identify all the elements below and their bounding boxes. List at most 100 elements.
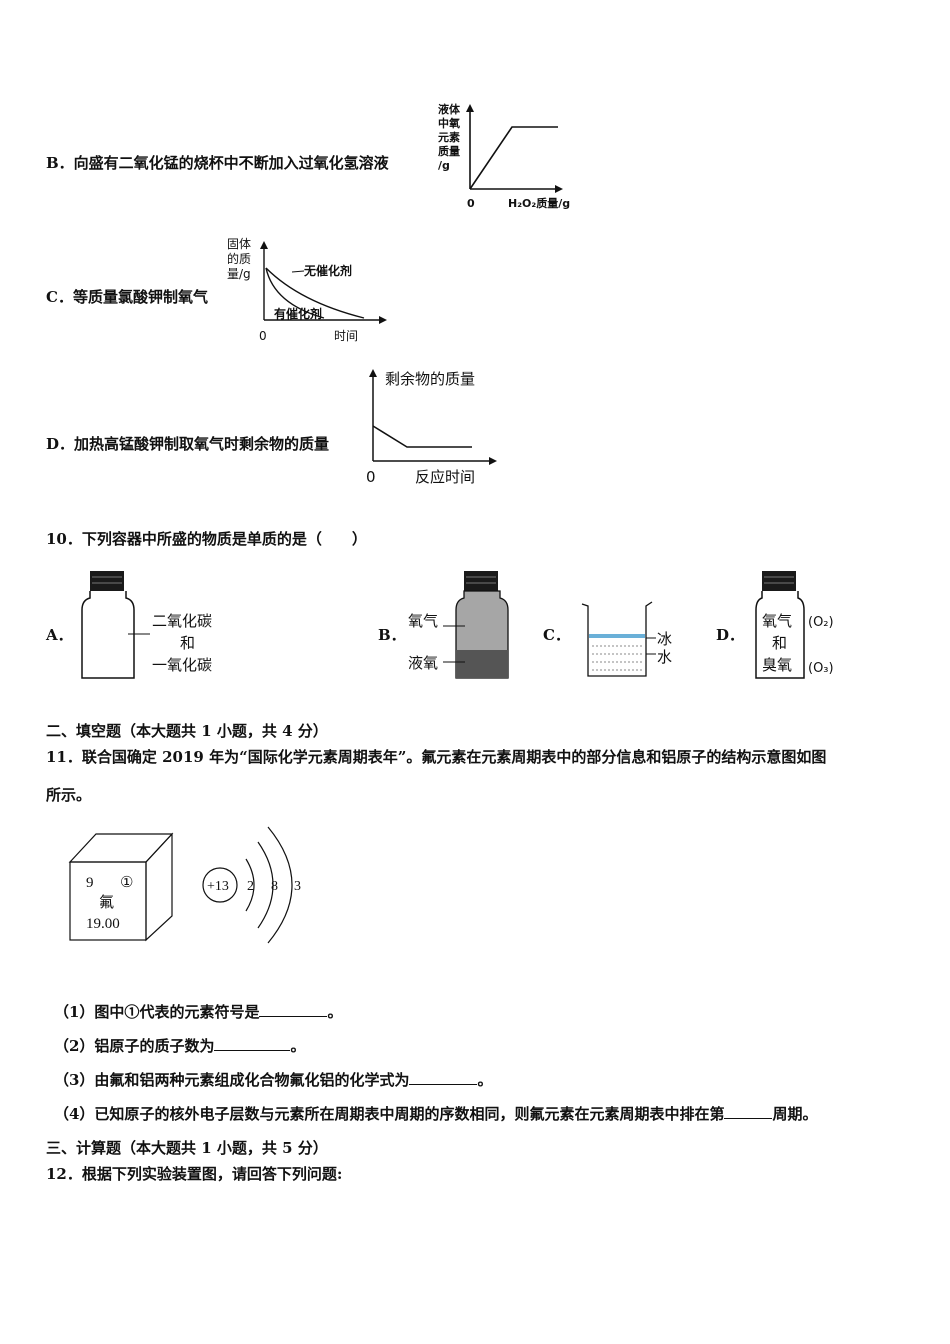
q11-sub-2-end: 。 — [290, 1037, 306, 1055]
beaker-c-body — [581, 601, 653, 677]
bottle-d-label-2: 和 — [772, 634, 787, 652]
graph-b-y-arrow — [466, 104, 474, 112]
q11-sub-4-text: （4）已知原子的核外电子层数与元素所在周期表中周期的序数相同，则氟元素在元素周期… — [54, 1105, 725, 1123]
q12-stem: 12．根据下列实验装置图，请回答下列问题: — [46, 1165, 343, 1183]
graph-c-label-catalyst: 有催化剂 — [274, 306, 322, 321]
graph-d-origin: 0 — [366, 468, 376, 486]
bottle-d-body — [755, 591, 805, 679]
cell-atomic-mass: 19.00 — [86, 916, 120, 932]
q11-sub-1-text: （1）图中①代表的元素符号是 — [54, 1003, 260, 1021]
section-3-heading: 三、计算题（本大题共 1 小题，共 5 分） — [46, 1139, 328, 1157]
q11-sub-2-blank[interactable] — [214, 1036, 291, 1051]
q11-sub-1-blank[interactable] — [259, 1002, 328, 1017]
q11-sub-3-end: 。 — [477, 1071, 493, 1089]
graph-d-ylabel: 剩余物的质量 — [385, 370, 475, 388]
graph-d-curve — [372, 425, 472, 448]
graph-b-xlabel: H₂O₂质量/g — [508, 196, 570, 210]
graph-c-ylabel-3: 量/g — [227, 267, 251, 281]
atom-shell-1-electrons: 2 — [247, 879, 254, 894]
option-c-text: C．等质量氯酸钾制氧气 — [46, 288, 208, 306]
q11-stem-line-2: 所示。 — [46, 786, 92, 804]
option-d-text: D．加热高锰酸钾制取氧气时剩余物的质量 — [46, 435, 330, 453]
cube-side-face — [145, 832, 173, 942]
q11-sub-3-text: （3）由氟和铝两种元素组成化合物氟化铝的化学式为 — [54, 1071, 410, 1089]
graph-b-curve — [469, 126, 558, 190]
bottle-d-formula-o3: (O₃) — [808, 661, 834, 676]
graph-b-ylabel-5: /g — [438, 159, 450, 172]
graph-c-leader — [291, 270, 305, 273]
q11-sub-2-text: （2）铝原子的质子数为 — [54, 1037, 215, 1055]
graph-d-x-arrow — [489, 457, 497, 465]
graph-c-curve-catalyst — [265, 267, 325, 319]
graph-c-ylabel-1: 固体 — [227, 237, 251, 251]
q10-a-letter: A． — [46, 626, 73, 644]
graph-d: 剩余物的质量 0 反应时间 — [366, 369, 497, 486]
q11-sub-3-blank[interactable] — [409, 1070, 478, 1085]
q11-sub-1: （1）图中①代表的元素符号是 。 — [54, 1001, 342, 1022]
bottle-d-label-1: 氧气 — [762, 612, 792, 630]
element-cell-cube: 9 ① 氟 19.00 — [68, 832, 174, 942]
q10-d-letter: D． — [716, 626, 745, 644]
atom-structure-diagram: +13 2 8 3 — [202, 826, 301, 944]
bottle-a-label-3: 一氧化碳 — [152, 656, 212, 674]
graph-c-x-arrow — [379, 316, 387, 324]
q11-stem-line-1: 11．联合国确定 2019 年为“国际化学元素周期表年”。氟元素在元素周期表中的… — [46, 748, 827, 766]
q10-stem: 10．下列容器中所盛的物质是单质的是（ ） — [46, 530, 367, 548]
atom-shell-2-electrons: 8 — [271, 879, 278, 894]
q11-sub-4: （4）已知原子的核外电子层数与元素所在周期表中周期的序数相同，则氟元素在元素周期… — [54, 1103, 817, 1124]
q11-sub-4-end: 周期。 — [772, 1105, 818, 1123]
graph-c-curve-no-catalyst — [265, 267, 365, 319]
q11-sub-3: （3）由氟和铝两种元素组成化合物氟化铝的化学式为 。 — [54, 1069, 492, 1090]
q11-sub-1-end: 。 — [327, 1003, 343, 1021]
cell-atomic-number: 9 — [86, 875, 94, 891]
bottle-a-label-2: 和 — [180, 634, 195, 652]
bottle-d-cap — [762, 571, 796, 591]
bottle-b-label-bottom: 液氧 — [408, 654, 438, 672]
graph-b: 液体 中氧 元素 质量 /g 0 H₂O₂质量/g — [438, 102, 570, 210]
graph-b-origin: 0 — [467, 197, 475, 210]
beaker-c-label-ice: 冰 — [657, 630, 672, 648]
bottle-b-label-top: 氧气 — [408, 612, 438, 630]
bottle-a-label-1: 二氧化碳 — [152, 612, 212, 630]
graph-c: 固体 的质 量/g 无催化剂 有催化剂 0 时间 — [227, 237, 387, 343]
beaker-c-ice — [589, 634, 645, 638]
bottle-a: 二氧化碳 和 一氧化碳 — [81, 571, 212, 679]
atom-nucleus — [202, 867, 238, 903]
beaker-c-label-water: 水 — [657, 648, 672, 666]
bottle-d-label-3: 臭氧 — [762, 656, 792, 674]
bottle-b-liquid — [456, 650, 508, 678]
graph-c-xlabel: 时间 — [334, 329, 358, 343]
graph-b-ylabel-1: 液体 — [438, 102, 461, 116]
bottle-a-body — [81, 591, 135, 679]
graph-c-origin: 0 — [259, 329, 267, 343]
bottle-d: 氧气 和 臭氧 (O₂) (O₃) — [755, 571, 834, 679]
graph-b-ylabel-2: 中氧 — [438, 116, 460, 130]
atom-shell-3-electrons: 3 — [294, 879, 301, 894]
cell-symbol-marker: ① — [120, 875, 133, 891]
graph-b-x-arrow — [555, 185, 563, 193]
beaker-c: 冰 水 — [581, 601, 672, 677]
atom-shell-2 — [257, 841, 274, 929]
atom-shell-1 — [245, 858, 255, 912]
option-b-text: B．向盛有二氧化锰的烧杯中不断加入过氧化氢溶液 — [46, 154, 389, 172]
bottle-a-cap — [90, 571, 124, 591]
graph-d-xlabel: 反应时间 — [415, 468, 475, 486]
atom-nucleus-charge: +13 — [207, 879, 229, 894]
section-2-heading: 二、填空题（本大题共 1 小题，共 4 分） — [46, 722, 328, 740]
graph-c-label-no-catalyst: 无催化剂 — [303, 263, 352, 278]
q11-sub-4-blank[interactable] — [724, 1104, 773, 1119]
graph-b-ylabel-3: 元素 — [438, 130, 460, 144]
q10-b-letter: B． — [378, 626, 406, 644]
graph-c-ylabel-2: 的质 — [227, 251, 251, 266]
cube-top-face — [68, 833, 174, 863]
bottle-b: 氧气 液氧 — [408, 571, 509, 679]
cell-element-name: 氟 — [99, 894, 114, 911]
bottle-d-formula-o2: (O₂) — [808, 615, 834, 630]
graph-c-y-arrow — [260, 241, 268, 249]
q11-sub-2: （2）铝原子的质子数为 。 — [54, 1035, 305, 1056]
cube-front-face — [69, 861, 147, 941]
q10-c-letter: C． — [543, 626, 570, 644]
graph-d-y-arrow — [369, 369, 377, 377]
atom-shell-3 — [267, 826, 293, 944]
bottle-b-cap — [464, 571, 498, 591]
